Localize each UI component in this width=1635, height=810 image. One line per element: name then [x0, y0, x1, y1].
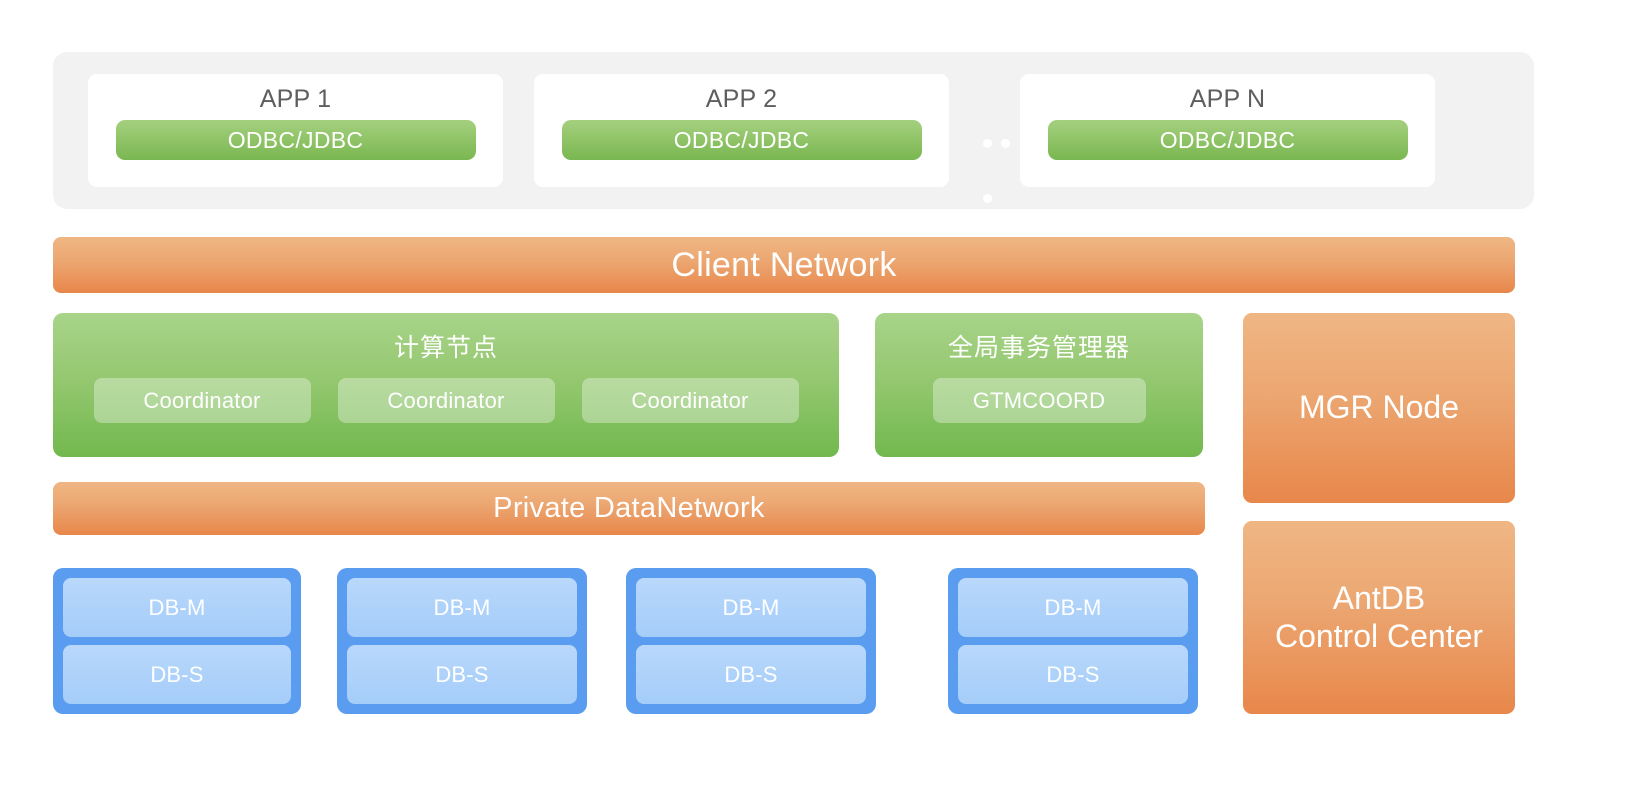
db-master-node[interactable]: DB-M	[958, 578, 1188, 637]
ellipsis-dot-icon	[1001, 139, 1010, 148]
gtm-title: 全局事务管理器	[947, 334, 1130, 362]
app-card-title: APP N	[1189, 85, 1266, 113]
db-slave-node[interactable]: DB-S	[958, 645, 1188, 704]
db-master-node[interactable]: DB-M	[636, 578, 866, 637]
db-master-node[interactable]: DB-M	[63, 578, 291, 637]
db-slave-node[interactable]: DB-S	[347, 645, 577, 704]
control-center-line-2: Control Center	[1274, 617, 1484, 654]
mgr-node-panel[interactable]: MGR Node	[1243, 313, 1515, 503]
odbc-jdbc-connector[interactable]: ODBC/JDBC	[561, 120, 922, 160]
app-card-2[interactable]: APP 2 ODBC/JDBC	[534, 74, 949, 187]
compute-nodes-title: 计算节点	[393, 334, 498, 362]
application-tier-container: APP 1 ODBC/JDBC APP 2 ODBC/JDBC APP N OD…	[53, 52, 1534, 209]
db-cluster-3: DB-M DB-S	[626, 568, 876, 714]
control-center-line-1: AntDB	[1332, 579, 1426, 616]
odbc-jdbc-connector[interactable]: ODBC/JDBC	[1047, 120, 1408, 160]
client-network-bar: Client Network	[53, 237, 1515, 293]
gtmcoord-node[interactable]: GTMCOORD	[932, 378, 1146, 423]
app-card-1[interactable]: APP 1 ODBC/JDBC	[88, 74, 503, 187]
db-slave-node[interactable]: DB-S	[636, 645, 866, 704]
antdb-control-center-panel[interactable]: AntDB Control Center	[1243, 521, 1515, 714]
compute-nodes-panel: 计算节点 Coordinator Coordinator Coordinator	[53, 313, 839, 457]
db-cluster-2: DB-M DB-S	[337, 568, 587, 714]
coordinator-row: Coordinator Coordinator Coordinator	[53, 378, 839, 423]
ellipsis-dot-icon	[983, 139, 992, 148]
coordinator-node-2[interactable]: Coordinator	[337, 378, 555, 423]
app-card-title: APP 2	[705, 85, 778, 113]
private-data-network-bar: Private DataNetwork	[53, 482, 1205, 535]
app-card-n[interactable]: APP N ODBC/JDBC	[1020, 74, 1435, 187]
coordinator-node-3[interactable]: Coordinator	[581, 378, 799, 423]
db-cluster-1: DB-M DB-S	[53, 568, 301, 714]
db-cluster-4: DB-M DB-S	[948, 568, 1198, 714]
global-transaction-manager-panel: 全局事务管理器 GTMCOORD	[875, 313, 1203, 457]
gtm-node-row: GTMCOORD	[875, 378, 1203, 423]
odbc-jdbc-connector[interactable]: ODBC/JDBC	[115, 120, 476, 160]
db-slave-node[interactable]: DB-S	[63, 645, 291, 704]
ellipsis-dot-icon	[983, 194, 992, 203]
app-card-title: APP 1	[259, 85, 332, 113]
db-master-node[interactable]: DB-M	[347, 578, 577, 637]
coordinator-node-1[interactable]: Coordinator	[93, 378, 311, 423]
control-center-label: AntDB Control Center	[1275, 580, 1483, 656]
